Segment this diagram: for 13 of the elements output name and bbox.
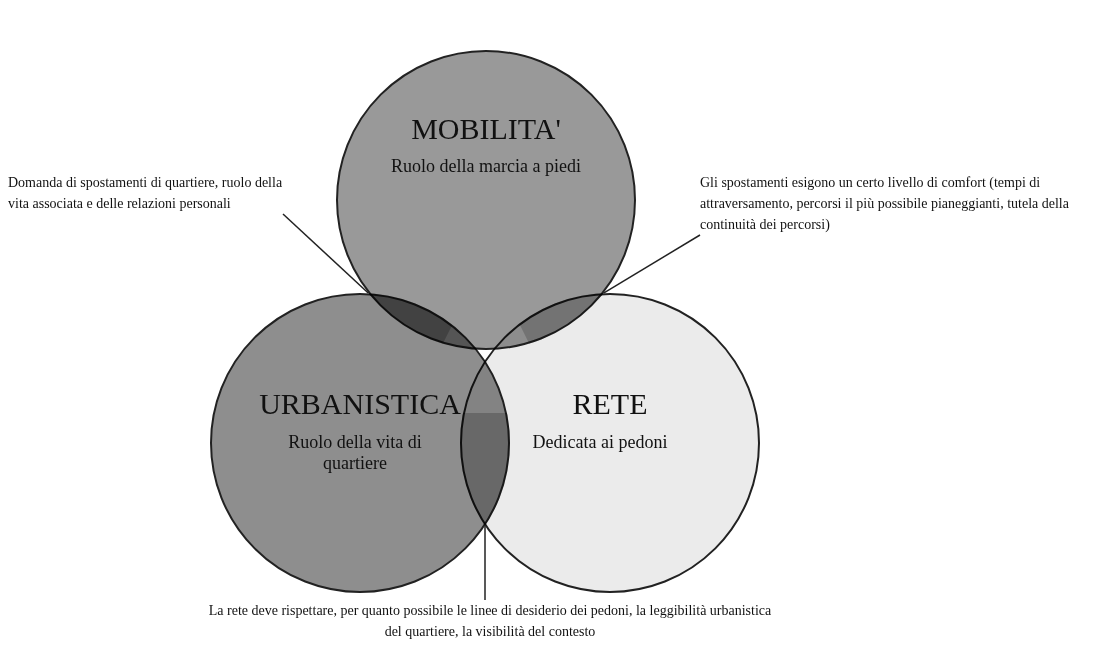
circle-title: RETE — [571, 387, 649, 421]
circle-text: Ruolo della marcia a piedi — [390, 156, 582, 177]
circle-title: URBANISTICA — [258, 387, 462, 421]
callout-text: La rete deve rispettare, per quanto possibile le linee di desiderio dei pedoni, la leggibilità urbanistica del quartiere, la visibilità del contesto — [200, 600, 780, 642]
overlap-region — [368, 293, 453, 344]
overlap-region — [519, 292, 604, 344]
circle-text: Dedicata ai pedoni — [531, 432, 669, 453]
leader-line — [282, 213, 370, 294]
overlap-region — [460, 413, 510, 526]
callout-text: Gli spostamenti esigono un certo livello di comfort (tempi di attraversamento, percorsi il più possibile pianeggianti, tutela della continuità dei percorsi) — [700, 172, 1096, 235]
circle-title: MOBILITA' — [410, 112, 562, 146]
circle-text: Ruolo della vita di quartiere — [287, 432, 423, 474]
callout-text: Domanda di spostamenti di quartiere, ruolo della vita associata e delle relazioni personali — [8, 172, 283, 214]
